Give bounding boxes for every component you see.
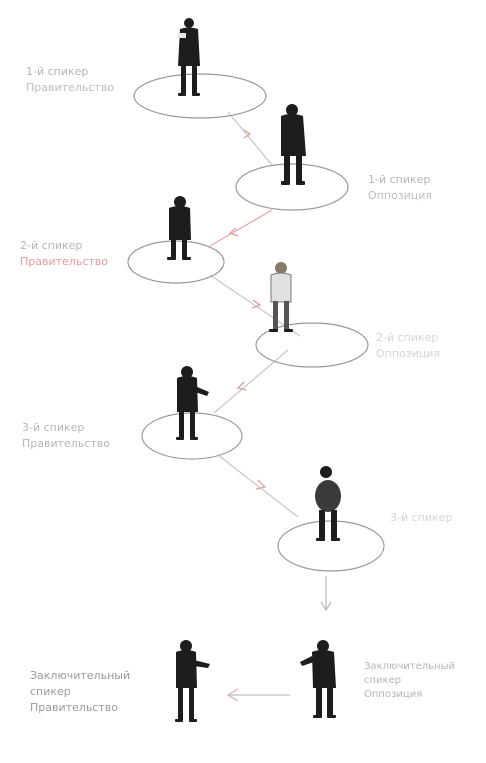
arrow-2-to-3 <box>210 210 272 246</box>
person-icon <box>167 196 191 260</box>
label-speaker-2-gov-line1: 2-й спикер <box>20 239 82 252</box>
person-icon <box>175 640 210 722</box>
person-icon <box>300 640 336 718</box>
label-speaker-1-gov-line1: 1-й спикер <box>26 65 88 78</box>
label-speaker-2-opp-line2: Оппозиция <box>376 346 440 362</box>
label-speaker-2-opp: 2-й спикер Оппозиция <box>376 330 440 362</box>
label-speaker-1-opp-line1: 1-й спикер <box>368 173 430 186</box>
label-speaker-3-opp: 3-й спикер <box>390 510 452 526</box>
person-icon <box>315 466 341 541</box>
label-speaker-2-opp-line1: 2-й спикер <box>376 331 438 344</box>
label-speaker-3-gov-line1: 3-й спикер <box>22 421 84 434</box>
label-final-opp-line3: Оппозиция <box>364 688 455 702</box>
label-final-opp: Заключительный спикер Оппозиция <box>364 660 455 702</box>
label-speaker-3-opp-line1: 3-й спикер <box>390 511 452 524</box>
label-final-gov-line3: Правительство <box>30 700 130 716</box>
flow-arrows <box>210 112 331 701</box>
ring-gov-1 <box>134 74 266 118</box>
label-final-gov: Заключительный спикер Правительство <box>30 668 130 716</box>
person-icon <box>269 262 293 332</box>
label-speaker-1-gov-line2: Правительство <box>26 80 114 96</box>
label-speaker-1-opp-line2: Оппозиция <box>368 188 432 204</box>
person-icon <box>178 18 200 96</box>
person-icon <box>176 366 209 440</box>
person-icon <box>281 104 306 185</box>
arrow-5-to-6-head <box>256 480 265 489</box>
label-final-gov-line1: Заключительный <box>30 669 130 682</box>
label-speaker-3-gov-line2: Правительство <box>22 436 110 452</box>
label-speaker-3-gov: 3-й спикер Правительство <box>22 420 110 452</box>
ring-opp-1 <box>236 164 348 210</box>
label-speaker-1-opp: 1-й спикер Оппозиция <box>368 172 432 204</box>
label-final-opp-line2: спикер <box>364 674 455 688</box>
arrow-4-to-5 <box>214 350 288 413</box>
arrow-5-to-6 <box>218 455 298 517</box>
arrow-1-to-2 <box>228 112 272 165</box>
label-speaker-1-gov: 1-й спикер Правительство <box>26 64 114 96</box>
label-speaker-2-gov-line2: Правительство <box>20 254 108 270</box>
speaker-figures <box>167 18 341 722</box>
label-final-opp-line1: Заключительный <box>364 661 455 672</box>
label-final-gov-line2: спикер <box>30 684 130 700</box>
label-speaker-2-gov: 2-й спикер Правительство <box>20 238 108 270</box>
platform-rings <box>128 74 384 571</box>
